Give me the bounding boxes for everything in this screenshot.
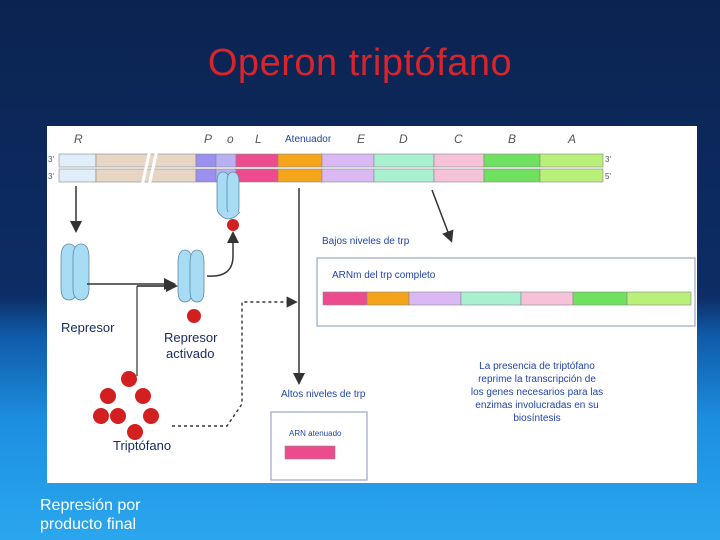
bound-repressor xyxy=(217,172,240,231)
segment-lead xyxy=(59,154,96,182)
mrna-segment-B xyxy=(573,292,627,305)
explanation-line-2: reprime la transcripción de xyxy=(478,374,596,385)
tryptophan-cluster xyxy=(93,371,159,440)
activated-tryptophan-dot xyxy=(187,309,201,323)
strand-label-right-bottom: 5' xyxy=(605,172,611,181)
activated-repressor xyxy=(178,250,204,323)
gene-label-O: o xyxy=(227,132,234,146)
segment-P xyxy=(196,154,216,182)
mrna-segment-E xyxy=(409,292,461,305)
slide-caption: Represión por producto final xyxy=(40,496,141,534)
repressor-label: Represor xyxy=(61,320,115,335)
gene-label-P: P xyxy=(204,132,212,146)
explanation-line-4: enzimas involucradas en su xyxy=(475,400,598,411)
trp-operon-diagram: R P o L Atenuador E D C B A 3' 3' 3' 5' xyxy=(47,126,697,483)
mrna-segment-L xyxy=(323,292,367,305)
gene-label-L: L xyxy=(255,132,262,146)
gene-label-R: R xyxy=(74,132,83,146)
gene-label-B: B xyxy=(508,132,516,146)
caption-line-1: Represión por xyxy=(40,496,141,515)
slide-title: Operon triptófano xyxy=(0,42,720,85)
diagram-panel: R P o L Atenuador E D C B A 3' 3' 3' 5' xyxy=(47,126,697,483)
caption-line-2: producto final xyxy=(40,515,141,534)
gene-label-D: D xyxy=(399,132,408,146)
strand-label-left-bottom: 3' xyxy=(48,172,54,181)
mrna-segment-D xyxy=(461,292,521,305)
explanation-line-3: los genes necesarios para las xyxy=(471,387,603,398)
gene-label-E: E xyxy=(357,132,366,146)
segment-C xyxy=(434,154,484,182)
segment-L xyxy=(236,154,278,182)
mrna-attenuated-label: ARN atenuado xyxy=(289,429,342,438)
explanation-line-5: biosíntesis xyxy=(513,413,560,424)
high-levels-label: Altos niveles de trp xyxy=(281,389,366,400)
gene-label-C: C xyxy=(454,132,463,146)
segment-A xyxy=(540,154,603,182)
mrna-segment-C xyxy=(521,292,573,305)
strand-label-left-top: 3' xyxy=(48,155,54,164)
free-repressor xyxy=(61,244,89,300)
mrna-complete-bar xyxy=(323,292,691,305)
mrna-segment-A xyxy=(627,292,691,305)
strand-label-right-top: 3' xyxy=(605,155,611,164)
segment-attenuator xyxy=(278,154,322,182)
gene-label-A: A xyxy=(567,132,576,146)
repressor-activated-label-line1: Represor xyxy=(164,330,218,345)
dna-strand xyxy=(59,150,603,186)
arrow-operon-to-low-levels xyxy=(432,190,451,240)
bound-tryptophan-dot xyxy=(227,219,239,231)
arrow-activated-to-operator xyxy=(207,234,233,276)
mrna-attenuated-segment xyxy=(285,446,335,459)
mrna-segment-attenuator xyxy=(367,292,409,305)
tryptophan-label: Triptófano xyxy=(113,438,171,453)
mrna-complete-label: ARNm del trp completo xyxy=(332,270,436,281)
explanation-line-1: La presencia de triptófano xyxy=(479,361,595,372)
low-levels-label: Bajos niveles de trp xyxy=(322,236,410,247)
segment-D xyxy=(374,154,434,182)
repressor-activated-label-line2: activado xyxy=(166,346,214,361)
segment-E xyxy=(322,154,374,182)
segment-B xyxy=(484,154,540,182)
attenuator-label: Atenuador xyxy=(285,134,332,145)
